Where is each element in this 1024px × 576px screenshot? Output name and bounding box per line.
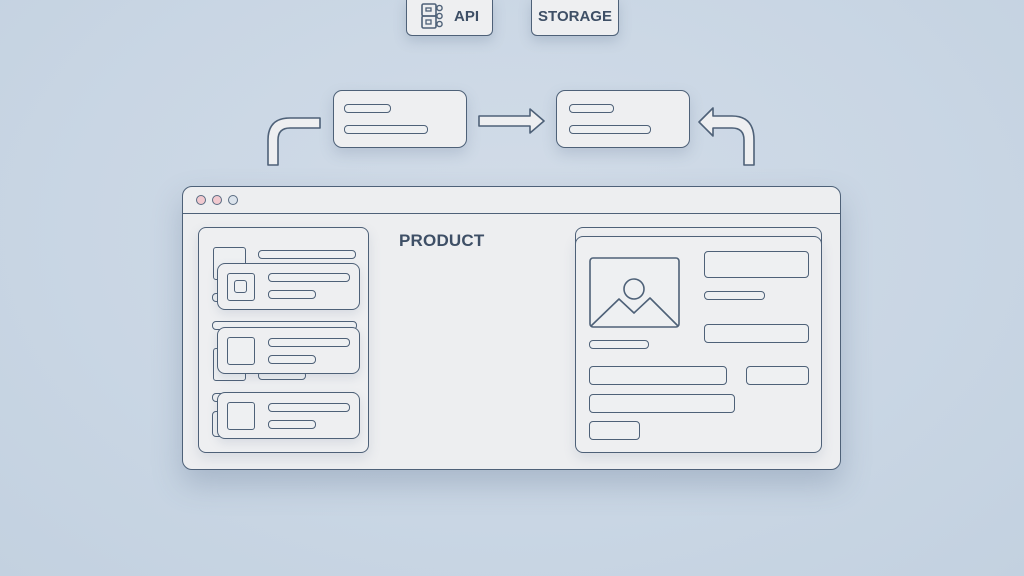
- input-field[interactable]: [704, 324, 809, 343]
- text-line: [589, 340, 649, 349]
- input-field[interactable]: [704, 251, 809, 278]
- text-line: [268, 355, 316, 364]
- product-thumbnail: [227, 337, 255, 365]
- product-item[interactable]: [217, 327, 360, 374]
- detail-panel: [575, 236, 822, 453]
- product-item[interactable]: [217, 392, 360, 439]
- window-close-dot[interactable]: [196, 195, 206, 205]
- image-placeholder-icon: [589, 257, 680, 328]
- text-line: [268, 338, 350, 347]
- product-section-title: PRODUCT: [399, 231, 485, 250]
- text-line: [569, 125, 651, 134]
- storage-node[interactable]: STORAGE: [531, 0, 619, 36]
- api-node[interactable]: API: [406, 0, 493, 36]
- text-line: [268, 403, 350, 412]
- api-label: API: [453, 8, 479, 25]
- curved-arrow-left: [267, 117, 321, 166]
- right-arrow-icon: [478, 108, 545, 134]
- text-line: [704, 291, 765, 300]
- product-thumbnail: [227, 402, 255, 430]
- text-line: [344, 125, 428, 134]
- input-field[interactable]: [589, 394, 735, 413]
- text-line: [268, 420, 316, 429]
- action-button[interactable]: [746, 366, 809, 385]
- curved-arrow-right: [698, 107, 755, 166]
- flow-node-target[interactable]: [556, 90, 690, 148]
- database-schema-icon: [421, 2, 443, 29]
- thumbnail-inner-icon: [234, 280, 247, 293]
- flow-node-source[interactable]: [333, 90, 467, 148]
- window-minimize-dot[interactable]: [212, 195, 222, 205]
- window-maximize-dot[interactable]: [228, 195, 238, 205]
- text-line: [569, 104, 614, 113]
- storage-label: STORAGE: [538, 8, 612, 25]
- text-line: [344, 104, 391, 113]
- browser-titlebar: [183, 187, 840, 214]
- product-thumbnail: [227, 273, 255, 301]
- text-line: [258, 250, 356, 259]
- product-item[interactable]: [217, 263, 360, 310]
- text-line: [268, 290, 316, 299]
- text-line: [268, 273, 350, 282]
- input-field[interactable]: [589, 366, 727, 385]
- small-button[interactable]: [589, 421, 640, 440]
